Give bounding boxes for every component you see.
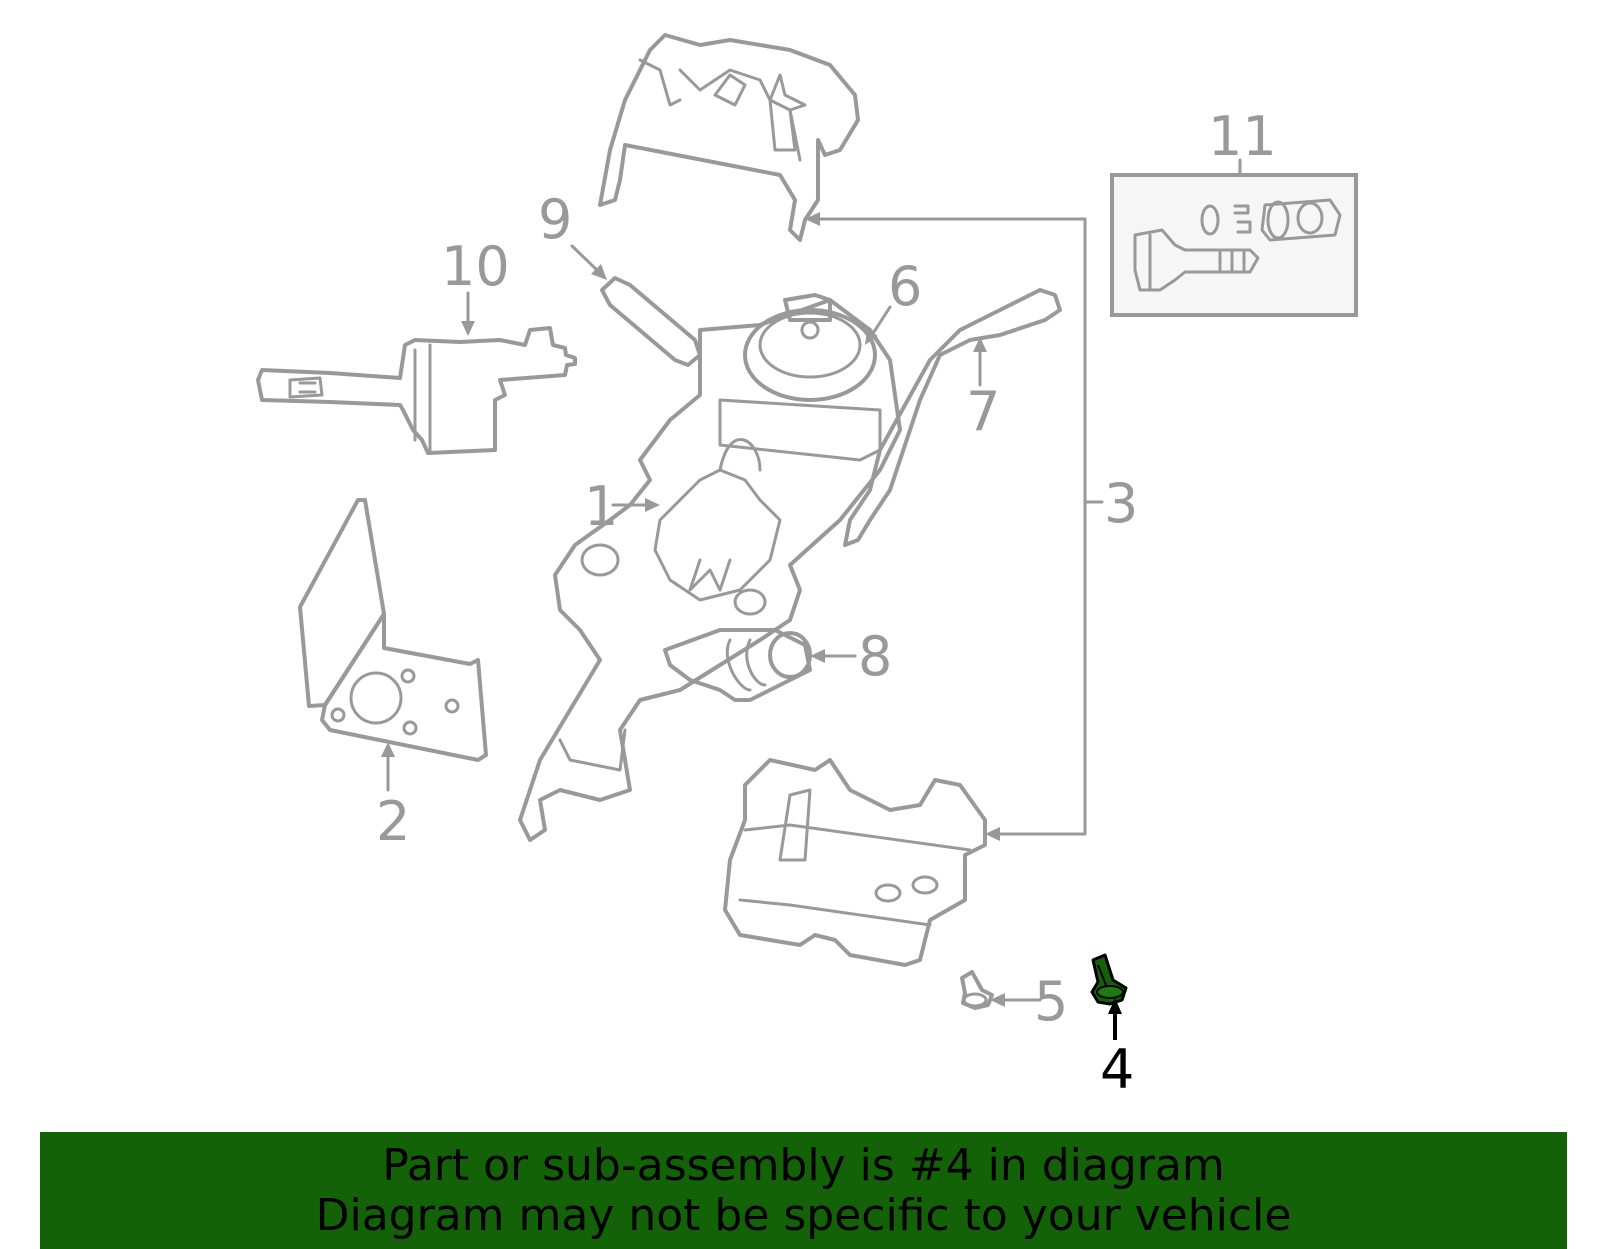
callout-10: 10 <box>441 235 510 298</box>
upper-shroud-part <box>598 33 860 242</box>
callout-1: 1 <box>584 475 618 538</box>
clock-spring-part <box>743 293 877 402</box>
lock-cylinder-kit-part <box>1110 173 1358 317</box>
callout-3: 3 <box>1104 472 1138 535</box>
steering-column-part <box>518 298 902 842</box>
screw-part <box>960 970 994 1010</box>
callout-11: 11 <box>1208 105 1277 168</box>
callout-8: 8 <box>858 625 892 688</box>
callout-2: 2 <box>376 790 410 853</box>
ignition-housing-part <box>663 628 812 702</box>
callout-5: 5 <box>1034 970 1068 1033</box>
bracket-plate-part <box>298 498 488 762</box>
callout-9: 9 <box>538 188 572 251</box>
callout-6: 6 <box>888 255 922 318</box>
highlighted-bolt-part <box>1090 953 1128 1006</box>
combination-switch-part <box>256 326 577 455</box>
leader-lines <box>381 158 1242 1040</box>
lower-shroud-part <box>723 758 987 967</box>
banner-line-2: Diagram may not be specific to your vehi… <box>315 1190 1292 1241</box>
parts-diagram: 1 2 3 4 5 6 7 8 9 10 11 <box>256 33 1358 1101</box>
tilt-lever-part <box>600 276 702 367</box>
callout-7: 7 <box>966 380 1000 443</box>
lever-part <box>843 288 1062 547</box>
info-banner: Part or sub-assembly is #4 in diagram Di… <box>40 1132 1567 1249</box>
callout-4: 4 <box>1100 1038 1134 1101</box>
banner-line-1: Part or sub-assembly is #4 in diagram <box>382 1140 1225 1191</box>
